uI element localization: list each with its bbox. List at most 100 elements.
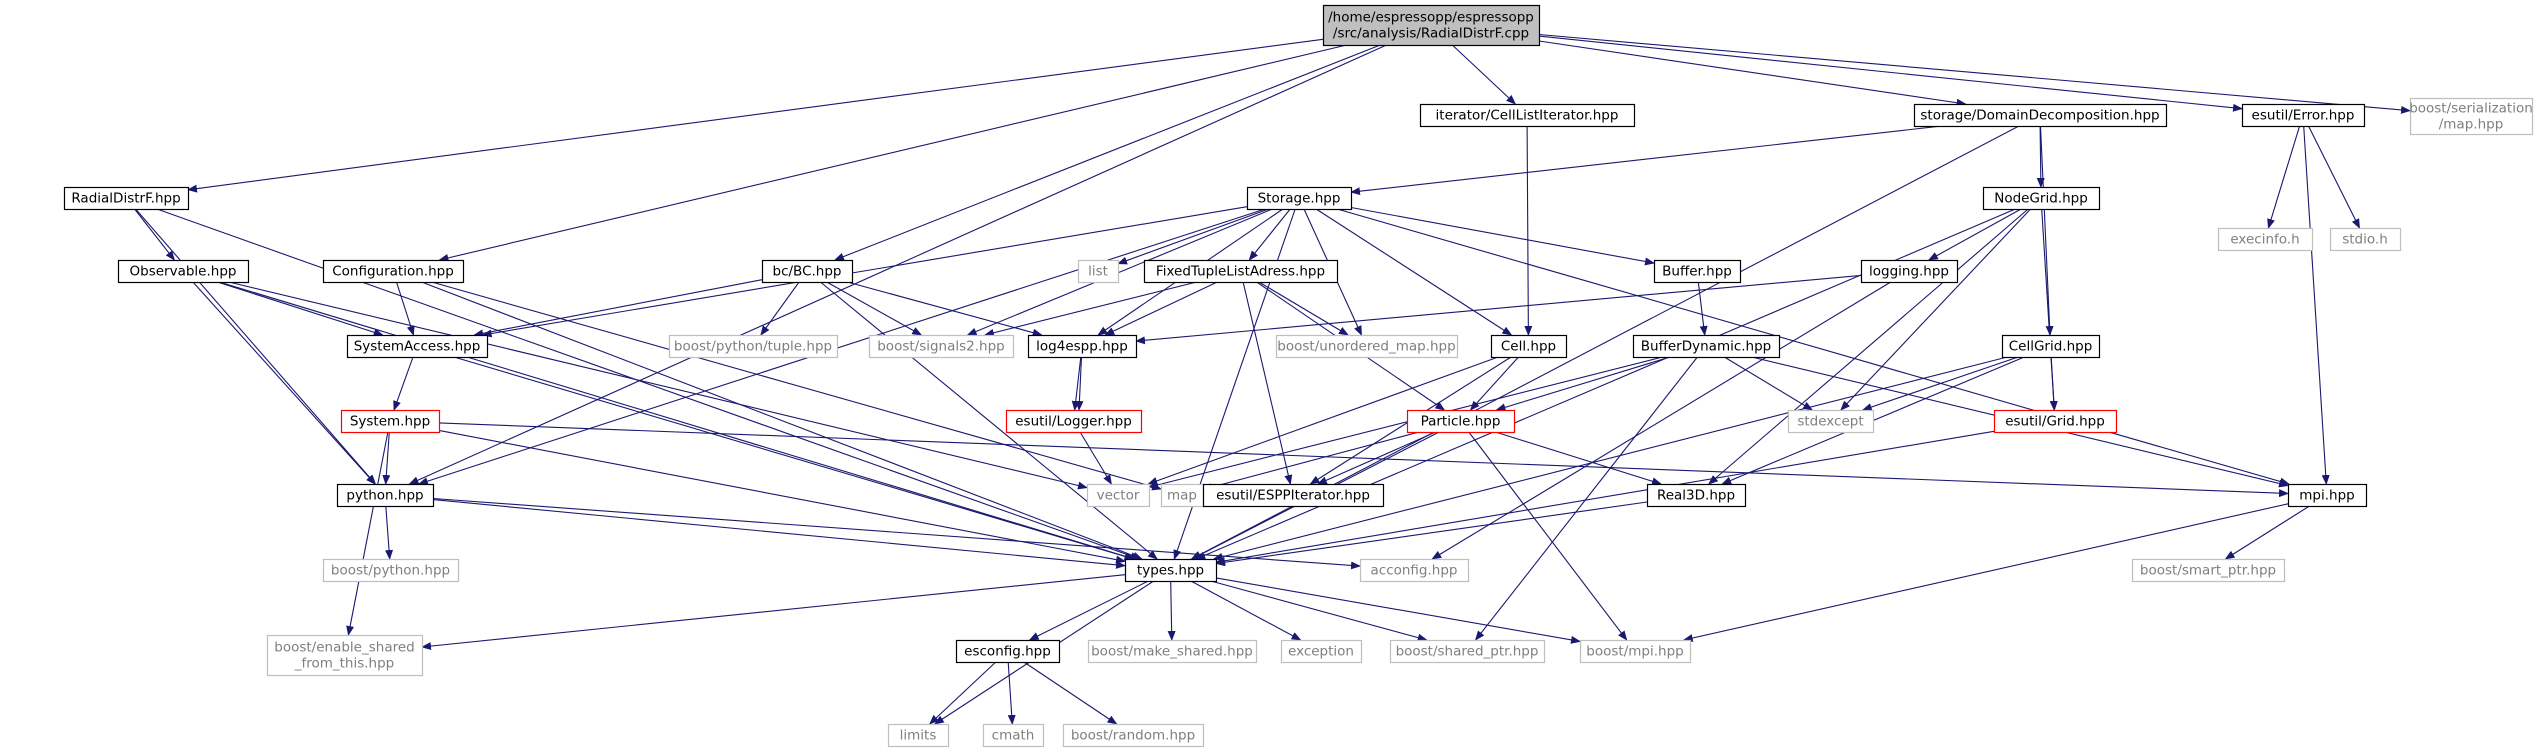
node-box [955, 639, 1061, 664]
node-map: map [1160, 483, 1205, 508]
node-cellgrid[interactable]: CellGrid.hpp [2001, 334, 2101, 359]
node-root[interactable]: /home/espressopp/espressopp/src/analysis… [1322, 4, 1541, 47]
edge-system-to-python [382, 431, 391, 485]
edge-root-to-esutil_error [1538, 35, 2243, 112]
node-esutil_logger[interactable]: esutil/Logger.hpp [1005, 409, 1143, 434]
edge-storage-to-python [417, 208, 1266, 486]
node-boost_random: boost/random.hpp [1062, 723, 1205, 748]
node-system[interactable]: System.hpp [340, 409, 441, 434]
node-cell[interactable]: Cell.hpp [1490, 334, 1568, 359]
node-label: boost/mpi.hpp [1586, 644, 1683, 660]
node-boost_python: boost/python.hpp [322, 558, 460, 583]
edge-esutil_error-to-execinfo [2267, 125, 2301, 229]
node-radialdistrf[interactable]: RadialDistrF.hpp [63, 186, 190, 211]
node-box [1143, 259, 1339, 284]
edge-storage_domaindecomp-to-cellgrid [2039, 125, 2054, 336]
node-mpi[interactable]: mpi.hpp [2287, 483, 2368, 508]
node-storage_domaindecomp[interactable]: storage/DomainDecomposition.hpp [1913, 103, 2168, 128]
node-label: esutil/Error.hpp [2252, 108, 2355, 124]
node-box [1027, 334, 1138, 359]
node-label: acconfig.hpp [1371, 563, 1458, 579]
node-label: list [1088, 264, 1108, 280]
node-box [2287, 483, 2368, 508]
node-configuration[interactable]: Configuration.hpp [322, 259, 465, 284]
node-execinfo: execinfo.h [2217, 227, 2314, 252]
node-label: _from_this.hpp [294, 656, 395, 672]
node-boost_make_shared: boost/make_shared.hpp [1087, 639, 1258, 664]
node-esutil_error[interactable]: esutil/Error.hpp [2241, 103, 2366, 128]
node-box [2217, 227, 2314, 252]
edge-storage-to-fixedtuple [1248, 208, 1291, 261]
node-label: logging.hpp [1869, 264, 1949, 280]
edge-fixedtuple-to-log4espp [1104, 281, 1218, 336]
node-label: boost/shared_ptr.hpp [1396, 644, 1539, 660]
node-label: Cell.hpp [1501, 339, 1556, 355]
node-label: Real3D.hpp [1657, 488, 1735, 504]
node-esutil_grid[interactable]: esutil/Grid.hpp [1993, 409, 2118, 434]
node-label: boost/python/tuple.hpp [674, 339, 832, 355]
node-storage[interactable]: Storage.hpp [1246, 186, 1353, 211]
node-box [117, 259, 250, 284]
node-bc[interactable]: bc/BC.hpp [761, 259, 854, 284]
node-box [1860, 259, 1959, 284]
edge-esutil_error-to-stdio [2308, 125, 2360, 229]
edge-types-to-exception [1190, 580, 1302, 641]
edge-nodegrid-to-stdexcept [1840, 208, 2031, 411]
node-box [1322, 4, 1541, 47]
node-label: stdexcept [1797, 414, 1863, 430]
edge-fixedtuple-to-boost_unordered_map [1258, 281, 1349, 336]
node-real3d[interactable]: Real3D.hpp [1646, 483, 1747, 508]
edge-buffer-to-bufferdynamic [1697, 281, 1708, 336]
edge-esutil_grid-to-types [1215, 430, 1995, 565]
edge-esconfig-to-cmath [1007, 661, 1016, 725]
node-label: cmath [992, 728, 1035, 744]
node-iterator_celllist[interactable]: iterator/CellListIterator.hpp [1419, 103, 1636, 128]
node-boost_mpi: boost/mpi.hpp [1579, 639, 1692, 664]
edge-observable-to-systemaccess [217, 281, 384, 337]
node-box [1087, 639, 1258, 664]
node-systemaccess[interactable]: SystemAccess.hpp [346, 334, 489, 359]
node-label: boost/python.hpp [331, 563, 450, 579]
node-fixedtuple[interactable]: FixedTupleListAdress.hpp [1143, 259, 1339, 284]
edge-storage_domaindecomp-to-nodegrid [2036, 125, 2045, 188]
node-bufferdynamic[interactable]: BufferDynamic.hpp [1632, 334, 1781, 359]
node-nodegrid[interactable]: NodeGrid.hpp [1982, 186, 2101, 211]
node-box [2329, 227, 2402, 252]
node-log4espp[interactable]: log4espp.hpp [1027, 334, 1138, 359]
node-box [1579, 639, 1692, 664]
edge-iterator_celllist-to-cell [1524, 125, 1533, 336]
node-esconfig[interactable]: esconfig.hpp [955, 639, 1061, 664]
node-box [1280, 639, 1363, 664]
node-box [982, 723, 1045, 748]
edge-bufferdynamic-to-particle [1495, 356, 1671, 412]
edge-radialdistrf-to-python [135, 208, 377, 485]
node-label: Storage.hpp [1258, 191, 1341, 207]
node-label: boost/smart_ptr.hpp [2140, 563, 2276, 579]
edge-systemaccess-to-types [453, 356, 1135, 561]
edge-esconfig-to-limits [928, 661, 997, 725]
node-logging[interactable]: logging.hpp [1860, 259, 1959, 284]
node-box [266, 634, 424, 677]
node-types[interactable]: types.hpp [1124, 558, 1218, 583]
edge-log4espp-to-esutil_logger [1071, 356, 1082, 411]
edge-fixedtuple-to-boost_signals2 [983, 281, 1197, 337]
node-observable[interactable]: Observable.hpp [117, 259, 250, 284]
node-label: Observable.hpp [130, 264, 237, 280]
node-label: limits [900, 728, 937, 744]
node-exception: exception [1280, 639, 1363, 664]
node-particle[interactable]: Particle.hpp [1406, 409, 1516, 434]
node-python[interactable]: python.hpp [336, 483, 435, 508]
node-label: esutil/Grid.hpp [2005, 414, 2105, 430]
node-box [1124, 558, 1218, 583]
node-label: boost/enable_shared [274, 640, 414, 656]
nodes-layer: /home/espressopp/espressopp/src/analysis… [63, 4, 2534, 748]
node-esutil_esppiterator[interactable]: esutil/ESPPIterator.hpp [1202, 483, 1385, 508]
edge-cell-to-vector [1147, 356, 1499, 485]
node-label: Configuration.hpp [332, 264, 454, 280]
edge-bc-to-log4espp [847, 281, 1043, 337]
node-label: boost/make_shared.hpp [1091, 644, 1253, 660]
node-buffer[interactable]: Buffer.hpp [1653, 259, 1742, 284]
node-label: System.hpp [350, 414, 430, 430]
edge-root-to-radialdistrf [187, 38, 1324, 193]
node-label: boost/unordered_map.hpp [1277, 339, 1455, 355]
